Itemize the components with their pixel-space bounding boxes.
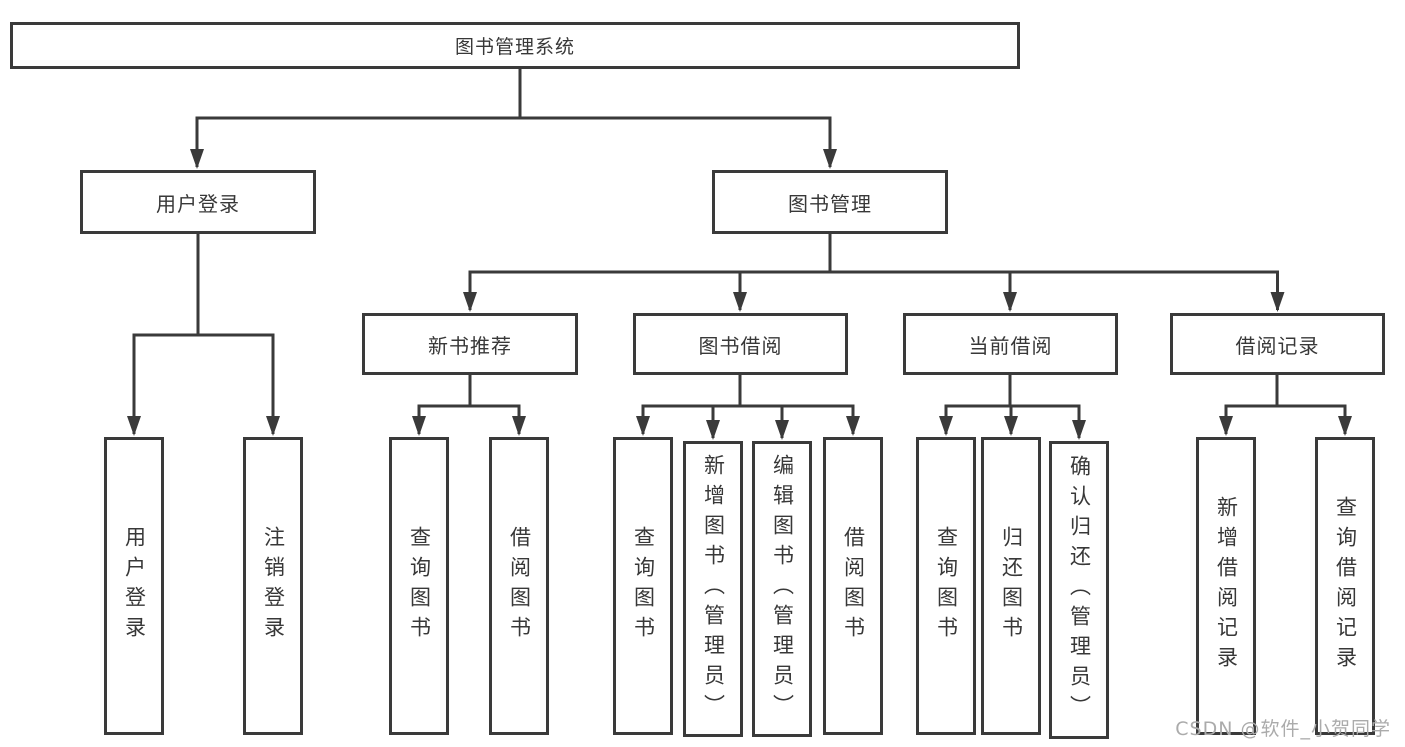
- leaf-edit-books-admin: 编辑图书（管理员）: [752, 441, 812, 737]
- node-current-borrowing: 当前借阅: [903, 313, 1118, 375]
- leaf-user-login: 用户登录: [104, 437, 164, 735]
- node-book-management: 图书管理: [712, 170, 948, 234]
- csdn-watermark: CSDN @软件_小贺同学: [1175, 718, 1391, 740]
- leaf-add-borrow-record: 新增借阅记录: [1196, 437, 1256, 735]
- node-user-login: 用户登录: [80, 170, 316, 234]
- wire-current-borrow-to-leaves: [939, 374, 1086, 440]
- node-library-management-system: 图书管理系统: [10, 22, 1020, 69]
- leaf-return-books: 归还图书: [981, 437, 1041, 735]
- leaf-borrow-books: 借阅图书: [823, 437, 883, 735]
- wire-book-management-to-level3: [463, 233, 1285, 312]
- leaf-query-books-current: 查询图书: [916, 437, 976, 735]
- wire-user-login-to-leaves: [127, 233, 280, 436]
- leaf-borrow-books-recommend: 借阅图书: [489, 437, 549, 735]
- node-new-book-recommendation: 新书推荐: [362, 313, 578, 375]
- wire-book-borrow-to-leaves: [636, 374, 860, 440]
- leaf-query-books-borrow: 查询图书: [613, 437, 673, 735]
- node-book-borrowing: 图书借阅: [633, 313, 848, 375]
- wire-new-book-to-leaves: [412, 374, 526, 436]
- leaf-query-borrow-record: 查询借阅记录: [1315, 437, 1375, 735]
- leaf-query-books-recommend: 查询图书: [389, 437, 449, 735]
- leaf-logout-login: 注销登录: [243, 437, 303, 735]
- leaf-confirm-return-admin: 确认归还（管理员）: [1049, 441, 1109, 739]
- wire-borrow-records-to-leaves: [1219, 374, 1352, 436]
- node-borrowing-records: 借阅记录: [1170, 313, 1385, 375]
- wire-root-to-level2: [190, 68, 837, 169]
- leaf-add-books-admin: 新增图书（管理员）: [683, 441, 743, 737]
